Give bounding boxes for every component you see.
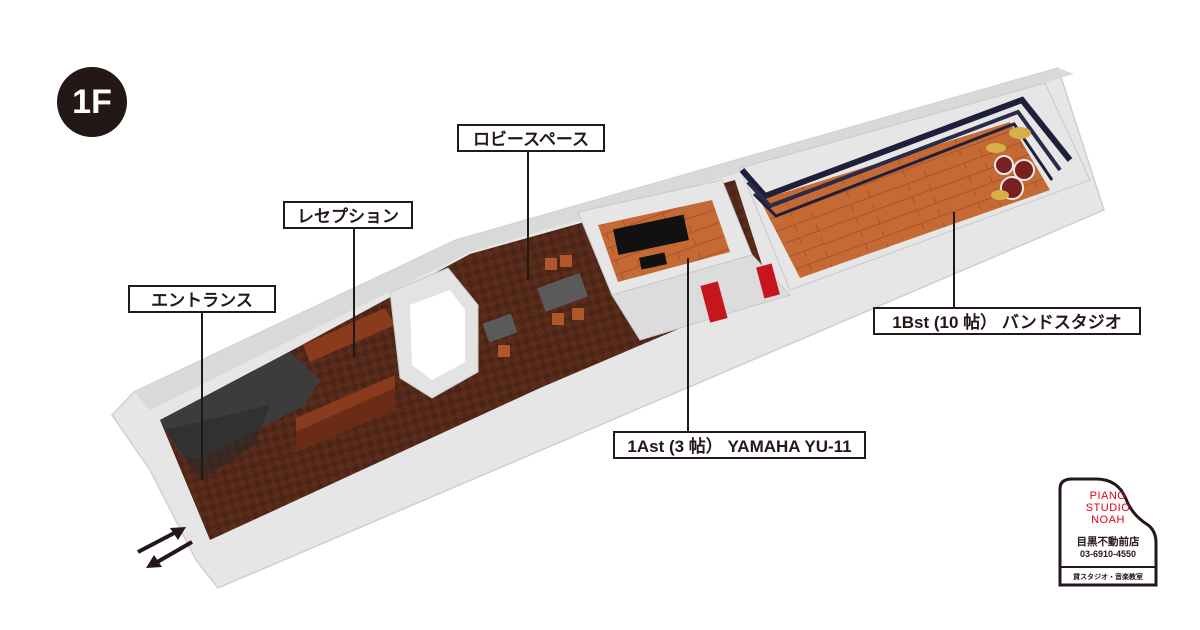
callout-reception: レセプション: [283, 201, 413, 229]
piano-bench: [639, 252, 667, 270]
lobby-table-2: [482, 313, 518, 343]
logo-brand-line: PIANO: [1089, 490, 1127, 502]
reception-counter-front: [296, 388, 395, 452]
callout-entrance: エントランス: [128, 285, 276, 313]
studio-1b-floor: [760, 122, 1050, 278]
lobby-table-1: [537, 272, 589, 312]
lobby-chair: [498, 345, 510, 357]
logo-brand: PIANO STUDIO NOAH: [1056, 490, 1160, 526]
acoustic-panel: [746, 109, 1062, 209]
acoustic-panel: [739, 96, 1073, 200]
entrance-arrows-icon: [137, 527, 193, 568]
acoustic-panel: [752, 122, 1054, 218]
callout-lobby: ロビースペース: [457, 124, 605, 152]
callout-studio-1b: 1Bst (10 帖） バンドスタジオ: [873, 307, 1141, 335]
grand-piano-outline-icon: [1058, 477, 1158, 587]
red-door: [756, 263, 780, 299]
reception-counter-top: [296, 375, 395, 432]
piano-studio-noah-logo: PIANO STUDIO NOAH 目黒不動前店 03-6910-4550 貸ス…: [1056, 475, 1160, 589]
small-room: [611, 254, 791, 341]
floor-badge: 1F: [57, 67, 127, 137]
lobby-chair: [545, 258, 557, 270]
callout-studio-1a: 1Ast (3 帖） YAMAHA YU-11: [613, 431, 866, 459]
logo-tagline: 貸スタジオ・音楽教室: [1073, 573, 1143, 581]
red-door: [700, 281, 728, 323]
logo-branch: 目黒不動前店: [1076, 536, 1140, 548]
lobby-chair: [572, 308, 584, 320]
reception-back-wall: [303, 308, 395, 362]
upright-piano: [613, 214, 689, 255]
drum-kit: [986, 127, 1035, 200]
logo-brand-line: STUDIO: [1085, 502, 1131, 514]
entrance-shadow: [165, 405, 270, 480]
storage-room-floor: [410, 290, 465, 380]
lobby-chair: [560, 255, 572, 267]
logo-brand-line: NOAH: [1091, 514, 1125, 526]
lobby-chair: [552, 313, 564, 325]
logo-phone: 03-6910-4550: [1079, 549, 1137, 559]
